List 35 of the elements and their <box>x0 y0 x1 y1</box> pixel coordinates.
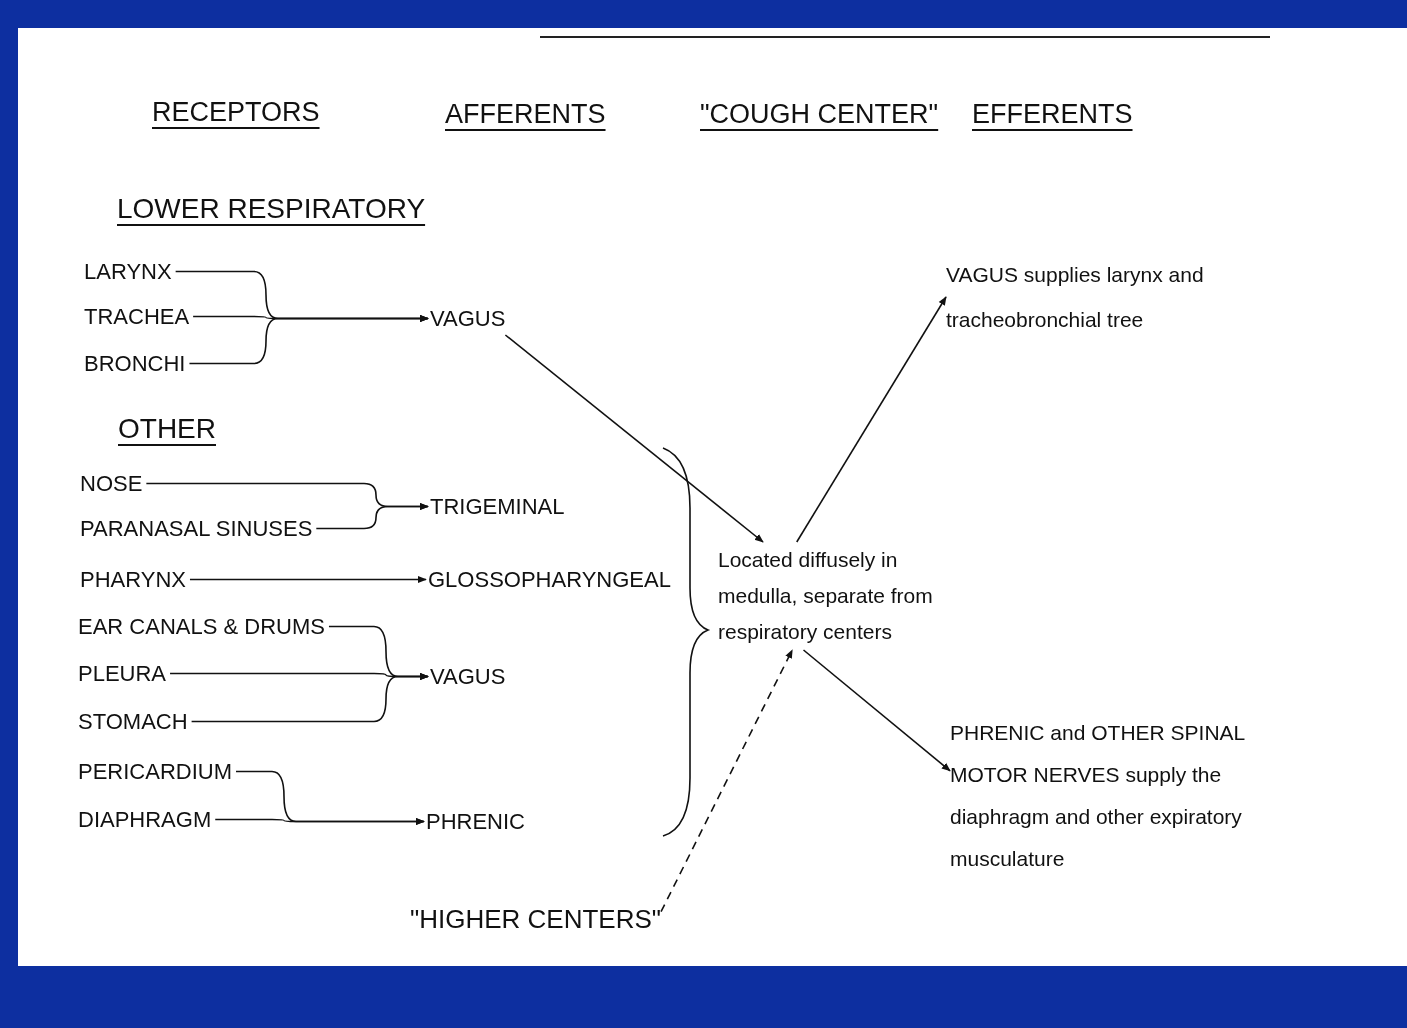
section-heading: OTHER <box>118 412 216 446</box>
arrow <box>802 649 951 772</box>
node-label: GLOSSOPHARYNGEAL <box>428 563 671 596</box>
arrow <box>315 502 429 530</box>
arrow <box>504 334 764 543</box>
arrow <box>188 314 429 365</box>
node-label: PARANASAL SINUSES <box>80 512 313 545</box>
column-heading: RECEPTORS <box>152 96 320 129</box>
node-label: TRIGEMINAL <box>430 490 565 523</box>
node-label: BRONCHI <box>84 347 186 380</box>
column-heading: EFFERENTS <box>972 98 1133 131</box>
description-text: Located diffusely in medulla, separate from respiratory centers <box>718 542 943 650</box>
arrow <box>660 649 794 913</box>
node-label: TRACHEA <box>84 300 190 333</box>
node-label: DIAPHRAGM <box>78 803 212 836</box>
node-label: NOSE <box>80 467 143 500</box>
node-label: LARYNX <box>84 255 172 288</box>
arrow <box>795 296 947 543</box>
node-label: VAGUS <box>430 660 506 693</box>
section-heading: LOWER RESPIRATORY <box>117 192 426 226</box>
node-label: "HIGHER CENTERS" <box>410 900 662 939</box>
node-label: VAGUS <box>430 302 506 335</box>
arrow <box>189 575 427 584</box>
node-label: PERICARDIUM <box>78 755 232 788</box>
node-label: STOMACH <box>78 705 188 738</box>
description-text: PHRENIC and OTHER SPINAL MOTOR NERVES supply the diaphragm and other expiratory musculature <box>950 712 1250 880</box>
description-text: VAGUS supplies larynx and tracheobronchial tree <box>946 252 1216 342</box>
column-heading: "COUGH CENTER" <box>700 98 939 131</box>
arrow <box>214 817 425 826</box>
node-label: PHARYNX <box>80 563 186 596</box>
column-heading: AFFERENTS <box>445 98 606 131</box>
arrow <box>190 672 429 723</box>
node-label: PLEURA <box>78 657 167 690</box>
node-label: EAR CANALS & DRUMS <box>78 610 325 643</box>
node-label: PHRENIC <box>426 805 525 838</box>
